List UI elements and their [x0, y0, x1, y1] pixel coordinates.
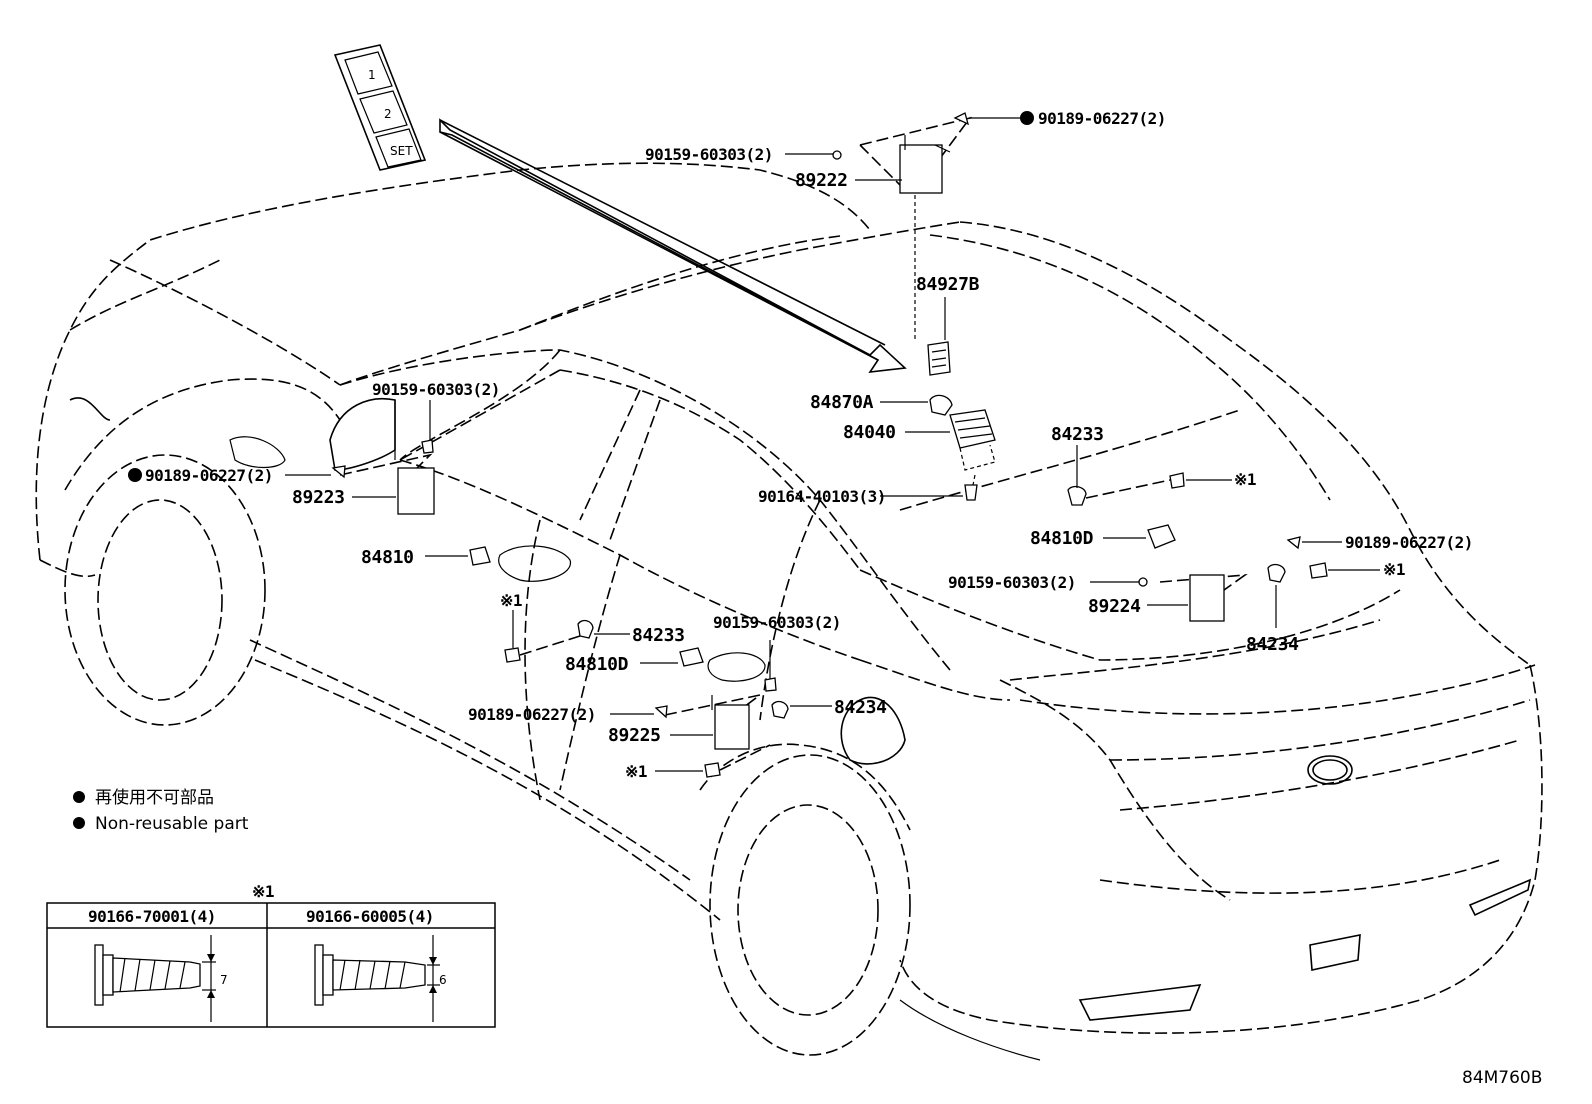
switch-label-set: SET	[390, 144, 413, 158]
label-89223: 89223	[292, 487, 345, 508]
screw-90159-top	[832, 150, 842, 160]
label-90189-06227-mid: 90189-06227(2)	[468, 705, 596, 724]
label-84040: 84040	[843, 422, 896, 443]
label-90159-60303-left: 90159-60303(2)	[372, 380, 500, 399]
non-reusable-mark-left	[128, 468, 142, 482]
module-89222-shape	[899, 144, 943, 194]
label-90159-60303-mid: 90159-60303(2)	[713, 613, 841, 632]
part-group-89222	[785, 111, 1034, 340]
label-84810D-right: 84810D	[1030, 528, 1094, 549]
figure-code: 84M760B	[1462, 1068, 1542, 1088]
location-arrow	[439, 118, 907, 373]
label-84234-mid: 84234	[834, 697, 887, 718]
label-90159-60303-right: 90159-60303(2)	[948, 573, 1076, 592]
memory-seat-switch-panel: 1 2 SET	[333, 44, 427, 171]
bolt-table-col-1: 90166-70001(4)	[88, 907, 216, 926]
label-89222: 89222	[795, 170, 848, 191]
label-ref-1-mid: ※1	[625, 762, 647, 781]
label-90189-06227-top: 90189-06227(2)	[1038, 109, 1166, 128]
legend: 再使用不可部品 Non-reusable part	[73, 787, 249, 834]
switch-label-2: 2	[384, 107, 392, 121]
bolt-table: ※1 90166-70001(4) 90166-60005(4) 7	[46, 882, 496, 1028]
legend-english: Non-reusable part	[95, 814, 249, 834]
part-84233-84810D-right	[1067, 445, 1232, 549]
label-89224: 89224	[1088, 596, 1141, 617]
part-group-89224	[1090, 536, 1380, 628]
module-89224-shape	[1189, 574, 1225, 622]
module-89225-shape	[714, 704, 750, 750]
label-84810: 84810	[361, 547, 414, 568]
bolt-90166-70001-drawing: 7	[94, 935, 228, 1022]
legend-dot-jp	[73, 791, 85, 803]
bolt-table-col-2: 90166-60005(4)	[306, 907, 434, 926]
label-90164-40103: 90164-40103(3)	[758, 487, 886, 506]
part-84233-mid	[504, 610, 630, 663]
car-body-outline	[35, 162, 1543, 1061]
part-84810	[425, 546, 491, 566]
label-84927B: 84927B	[916, 274, 980, 295]
bolt-table-ref: ※1	[252, 882, 274, 901]
label-84810D-mid: 84810D	[565, 654, 629, 675]
module-89223-shape	[397, 467, 435, 515]
label-84234-right: 84234	[1246, 634, 1299, 655]
non-reusable-mark-top	[1020, 111, 1034, 125]
switch-label-1: 1	[368, 68, 376, 82]
label-84233-mid: 84233	[632, 625, 685, 646]
label-ref-1-right: ※1	[1383, 560, 1405, 579]
part-90164	[880, 484, 978, 501]
part-group-89225	[610, 640, 832, 778]
label-90159-60303-top: 90159-60303(2)	[645, 145, 773, 164]
part-84927B	[927, 297, 951, 376]
bolt-90166-60005-drawing: 6	[314, 935, 447, 1022]
part-84870A-84040	[880, 394, 996, 491]
label-90189-06227-right: 90189-06227(2)	[1345, 533, 1473, 552]
legend-japanese: 再使用不可部品	[95, 787, 214, 808]
label-ref-1-right-top: ※1	[1234, 470, 1256, 489]
part-group-89223	[128, 400, 435, 515]
label-89225: 89225	[608, 725, 661, 746]
clip-90189-top	[953, 112, 969, 126]
label-ref-1-left: ※1	[500, 591, 522, 610]
bolt-2-dimension: 6	[439, 973, 447, 987]
label-84870A: 84870A	[810, 392, 874, 413]
bolt-1-dimension: 7	[220, 973, 228, 987]
part-labels: 90189-06227(2) 90159-60303(2) 89222 8492…	[145, 109, 1473, 781]
label-90189-06227-left: 90189-06227(2)	[145, 466, 273, 485]
label-84233-right: 84233	[1051, 424, 1104, 445]
legend-dot-en	[73, 817, 85, 829]
